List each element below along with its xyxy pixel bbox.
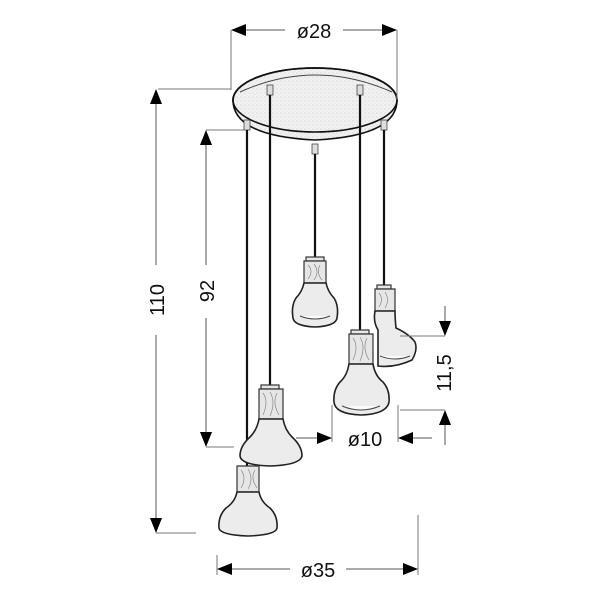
shade-height-label: 11,5 [434, 354, 456, 391]
overall-diameter-label: ø35 [301, 560, 335, 582]
dimension-total-height: 110 [147, 89, 196, 534]
dimension-cable-height: 92 [197, 129, 244, 448]
cables [245, 95, 386, 466]
canopy-diameter-label: ø28 [297, 21, 331, 43]
cable-height-label: 92 [197, 280, 219, 302]
lamp-shade-center [291, 256, 339, 328]
lamp-shade-left-middle [239, 384, 303, 467]
canopy [232, 67, 398, 155]
dimension-shade-diameter: ø10 [296, 405, 432, 451]
lamp-shade-left-bottom [218, 465, 278, 537]
lamp-shade-right-middle [333, 329, 390, 416]
dimension-shade-height: 11,5 [400, 306, 456, 445]
dimension-overall-diameter: ø35 [216, 515, 419, 582]
total-height-label: 110 [147, 284, 169, 316]
shade-diameter-label: ø10 [348, 429, 382, 451]
dimension-canopy-diameter: ø28 [158, 21, 398, 100]
lamp-shade-right-upper [373, 284, 417, 368]
